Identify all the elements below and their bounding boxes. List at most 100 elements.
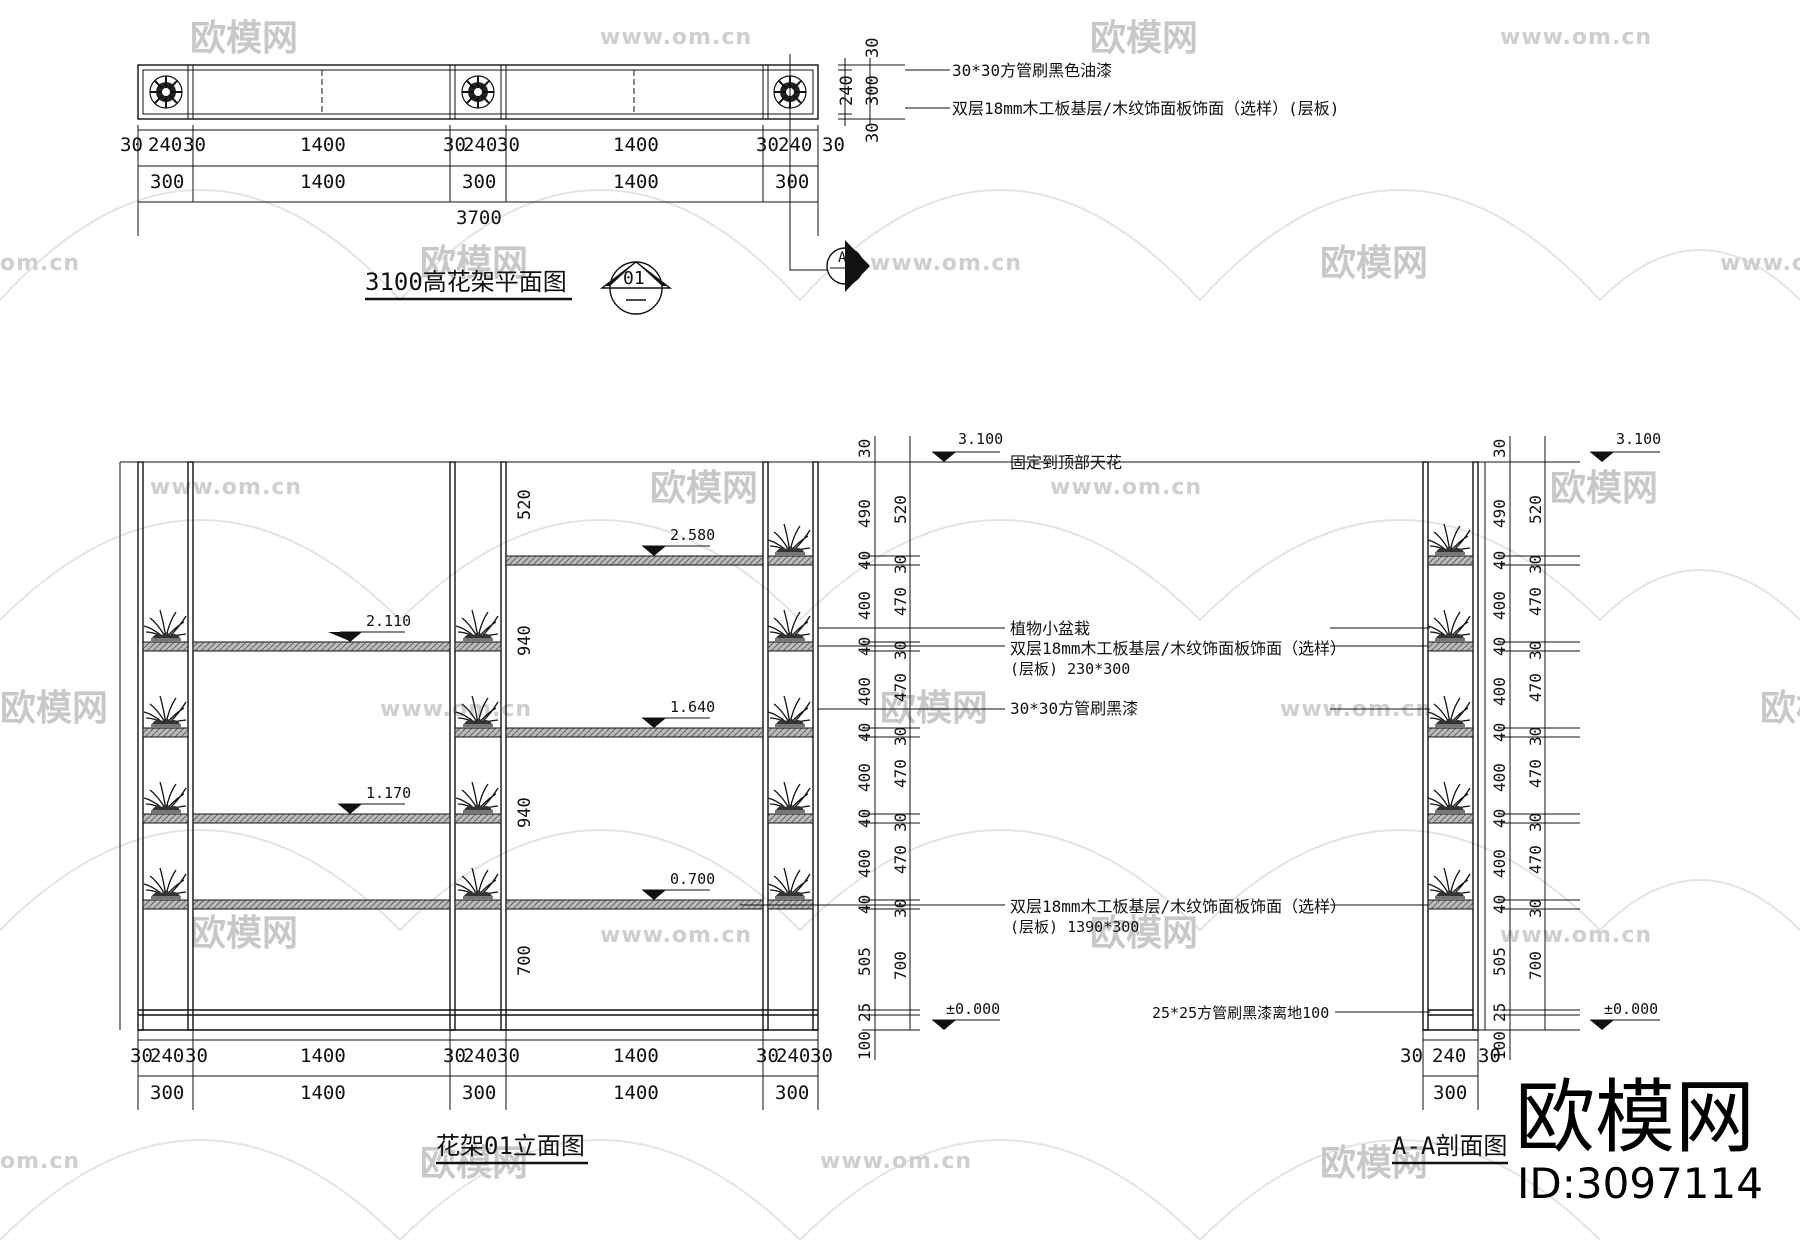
dimension-label: 240 <box>150 1045 184 1067</box>
brand-stamp: 欧模网 ID:3097114 <box>1515 1071 1763 1208</box>
level-label: 2.580 <box>670 526 715 544</box>
dimension-label: 300 <box>150 1082 184 1104</box>
plan-total-dimension: 3700 <box>456 207 502 229</box>
plan-view: 30 240 30 1400 30 240 30 1400 30 240 30 … <box>120 38 1339 315</box>
watermark-brand: 欧模网 <box>190 913 298 954</box>
dimension-label: 40 <box>855 551 874 570</box>
watermark-url: om.cn <box>0 251 80 276</box>
watermark-brand: 欧模网 <box>420 243 528 284</box>
watermark-url: www.om.cn <box>870 251 1022 276</box>
watermark-url: www.om.cn <box>1050 475 1202 500</box>
dimension-label: 40 <box>1490 723 1509 742</box>
dimension-label: 400 <box>855 677 874 706</box>
plan-side-dims: 30 240 300 30 <box>837 38 883 143</box>
dimension-label: 100 <box>855 1031 874 1060</box>
watermark-brand: 欧模网 <box>650 468 758 509</box>
plan-post-rosette <box>461 75 495 109</box>
dimension-label: 30 <box>1526 813 1545 832</box>
elevation-inner-dims: 520 940 940 700 <box>515 489 535 976</box>
watermark-brand: 欧模网 <box>0 688 108 729</box>
plan-note-board: 双层18mm木工板基层/木纹饰面板饰面（选样）(层板) <box>952 99 1339 118</box>
dimension-label: 940 <box>515 625 535 656</box>
dimension-label: 300 <box>462 171 496 193</box>
elevation-dims-row2: 300 1400 300 1400 300 <box>150 1082 809 1104</box>
plan-side-dimension <box>838 58 905 126</box>
dimension-label: 240 <box>776 1045 810 1067</box>
level-label: 3.100 <box>1616 430 1661 448</box>
watermark-brand: 欧模网 <box>1090 18 1198 59</box>
elevation-base-rails <box>138 1009 818 1031</box>
dimension-label: 30 <box>497 134 520 156</box>
section-col1-dims: 30 490 40 400 40 400 40 400 40 400 40 50… <box>1490 439 1509 1060</box>
dimension-label: 490 <box>855 499 874 528</box>
level-label: 1.170 <box>366 784 411 802</box>
dimension-label: 30 <box>891 899 910 918</box>
note-plant: 植物小盆栽 <box>1010 619 1090 638</box>
dimension-label: 240 <box>463 1045 497 1067</box>
dimension-label: 30 <box>891 555 910 574</box>
elevation-leaders <box>740 627 1430 1013</box>
section-dimension-lines <box>1478 436 1580 1060</box>
dimension-label: 1400 <box>300 1045 346 1067</box>
elevation-bottom-dimension-lines <box>137 1030 819 1110</box>
dimension-label: 470 <box>1526 845 1545 874</box>
note-tube: 30*30方管刷黑漆 <box>1010 699 1138 718</box>
stamp-id: ID:3097114 <box>1517 1159 1763 1208</box>
dimension-label: 300 <box>775 171 809 193</box>
watermark-url: www.om.cn <box>820 1149 972 1174</box>
elevation-dims-row1: 30 240 30 1400 30 240 30 1400 30 240 30 <box>130 1045 833 1067</box>
stamp-brand: 欧模网 <box>1515 1071 1755 1164</box>
dimension-label: 400 <box>1490 591 1509 620</box>
section-title: A-A剖面图 <box>1392 1132 1507 1160</box>
dimension-label: 505 <box>855 947 874 976</box>
dimension-label: 30 <box>185 1045 208 1067</box>
section-ground-level: ±0.000 <box>1590 1000 1660 1030</box>
note-board-large-size: (层板) 1390*300 <box>1010 918 1139 936</box>
dimension-label: 30 <box>1526 641 1545 660</box>
level-label: 2.110 <box>366 612 411 630</box>
level-label: ±0.000 <box>1604 1000 1658 1018</box>
elevation-top-level: 3.100 <box>932 430 1003 462</box>
level-label: 3.100 <box>958 430 1003 448</box>
dimension-label: 400 <box>855 763 874 792</box>
dimension-label: 30 <box>756 134 779 156</box>
watermark-url: www.om.cn <box>1720 251 1800 276</box>
plan-detail-mark: 01 <box>599 261 673 315</box>
dimension-label: 30 <box>120 134 143 156</box>
watermark-url: www.om.cn <box>380 697 532 722</box>
watermark-url: www.om.cn <box>600 25 752 50</box>
section-mark-label: A <box>838 250 847 266</box>
dimension-label: 300 <box>863 75 883 106</box>
dimension-label: 30 <box>1478 1045 1501 1067</box>
watermark-brand: 欧模网 <box>1320 243 1428 284</box>
note-ceiling: 固定到顶部天花 <box>1010 453 1122 472</box>
dimension-label: 240 <box>837 75 857 106</box>
dimension-label: 1400 <box>613 1082 659 1104</box>
dimension-label: 400 <box>855 849 874 878</box>
dimension-label: 240 <box>148 134 182 156</box>
plan-dimension-lines <box>137 125 819 236</box>
note-board-small-size: (层板) 230*300 <box>1010 660 1130 678</box>
watermark-brand: 欧模网 <box>1550 468 1658 509</box>
dimension-label: 30 <box>443 1045 466 1067</box>
dimension-label: 505 <box>1490 947 1509 976</box>
elevation-right-dimension-lines <box>862 436 920 1060</box>
dimension-label: 700 <box>1526 951 1545 980</box>
plan-inner-outline <box>142 69 814 115</box>
dimension-label: 400 <box>1490 677 1509 706</box>
elevation-title: 花架01立面图 <box>436 1132 585 1160</box>
elevation-small-shelves <box>142 555 814 910</box>
dimension-label: 30 <box>810 1045 833 1067</box>
elevation-col2-dims: 520 30 470 30 470 30 470 30 470 30 700 <box>891 495 910 980</box>
dimension-label: 240 <box>463 134 497 156</box>
dimension-label: 30 <box>443 134 466 156</box>
section-bottom-dimension-lines <box>1422 1030 1479 1110</box>
dimension-label: 30 <box>1490 439 1509 458</box>
section-a-marker: A <box>826 240 870 292</box>
dimension-label: 1400 <box>613 171 659 193</box>
dimension-label: 30 <box>1400 1045 1423 1067</box>
note-base-tube: 25*25方管刷黑漆离地100 <box>1152 1004 1329 1022</box>
watermark-url: om.cn <box>0 1149 80 1174</box>
dimension-label: 30 <box>822 134 845 156</box>
plan-title: 3100高花架平面图 <box>365 268 567 296</box>
